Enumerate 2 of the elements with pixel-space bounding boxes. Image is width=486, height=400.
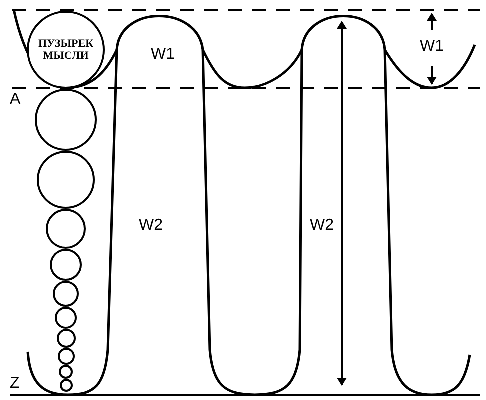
thought-bubble [27, 11, 105, 89]
bubble-text: ПУЗЫРЕК МЫСЛИ [37, 38, 95, 62]
